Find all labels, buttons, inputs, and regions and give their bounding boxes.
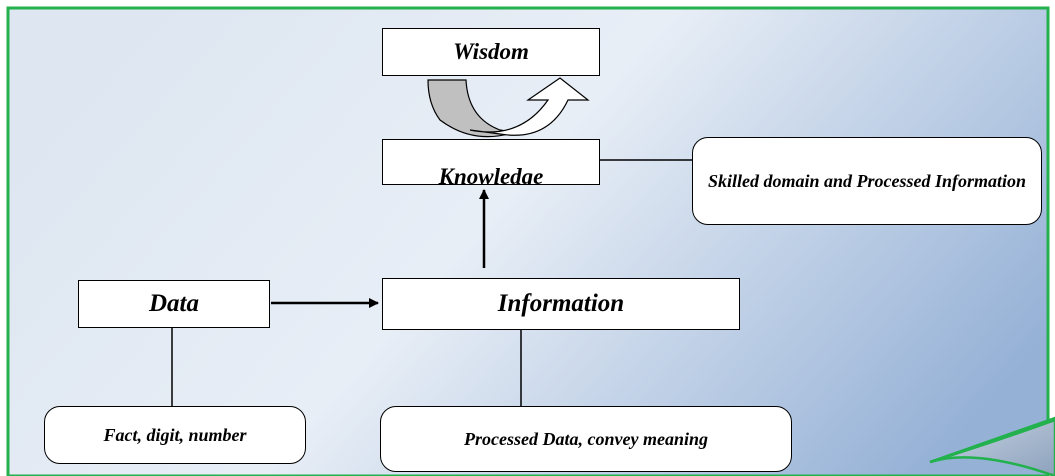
knowledge-node: Knowledge — [382, 139, 600, 185]
data-node: Data — [78, 280, 270, 328]
wisdom-label: Wisdom — [453, 39, 529, 64]
fact-node: Fact, digit, number — [44, 406, 306, 464]
curved-uturn-arrow — [427, 77, 590, 138]
data-label: Data — [149, 290, 199, 317]
skilled-domain-label: Skilled domain and Processed Information — [707, 170, 1027, 191]
wisdom-node: Wisdom — [382, 28, 600, 76]
skilled-domain-node: Skilled domain and Processed Information — [692, 137, 1042, 225]
processed-data-node: Processed Data, convey meaning — [380, 406, 792, 472]
information-label: Information — [497, 290, 625, 317]
fact-label: Fact, digit, number — [103, 424, 247, 445]
knowledge-label: Knowledge — [438, 164, 544, 185]
processed-data-label: Processed Data, convey meaning — [464, 428, 708, 449]
information-node: Information — [382, 278, 740, 330]
